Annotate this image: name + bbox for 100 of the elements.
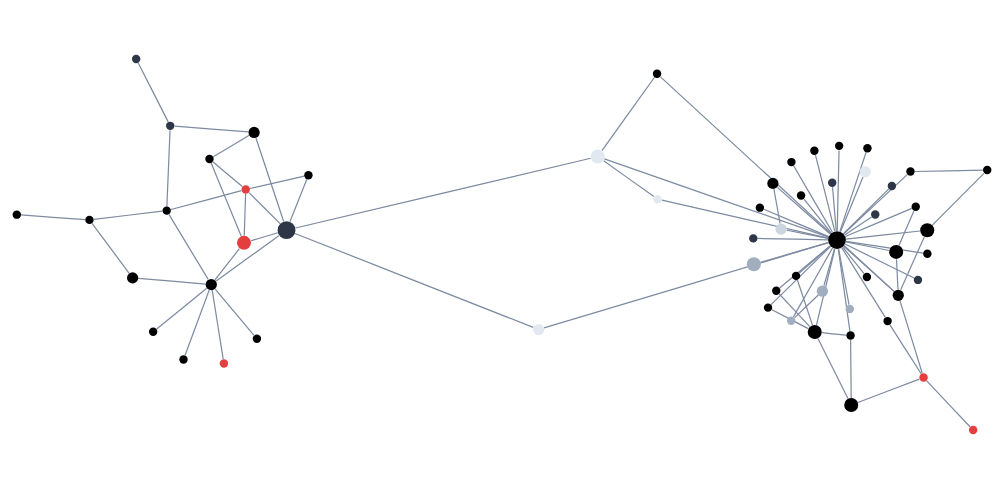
node-circle [205,154,214,164]
connector [763,208,830,238]
connector [821,332,847,336]
node-circle [533,323,545,336]
node-circle [277,221,296,240]
connector [543,242,829,329]
connector [914,169,984,173]
connector [215,235,280,282]
connector [243,193,247,237]
connector [842,174,908,235]
connector [93,210,163,220]
node-circle [796,191,806,200]
node-circle [248,126,260,139]
connector [214,288,255,336]
connector [837,248,851,332]
node-circle [844,398,859,413]
node-circle [131,54,141,64]
node-circle [148,327,158,336]
node-circle [828,231,846,249]
node-circle [775,223,787,235]
connector [289,178,308,223]
connector [773,188,781,225]
connector [786,229,829,239]
connector [823,248,836,287]
node-circle [827,178,837,187]
node-circle [746,257,761,272]
node-circle [845,304,854,314]
connector [760,241,830,263]
connector [212,161,243,188]
connector [817,337,849,400]
node-circle [889,244,904,259]
connector [156,287,208,330]
node-circle [807,325,822,340]
connector [793,165,834,233]
node-circle [772,286,781,295]
connector [841,247,886,318]
connector [249,175,305,190]
connector [845,240,924,254]
node-circle [859,166,871,178]
connector [845,241,890,252]
connector [210,162,242,237]
node-circle [787,157,796,167]
node-circle [749,234,758,243]
node-circle [911,202,920,211]
node-circle [883,316,892,326]
connector [248,192,281,225]
connector [857,378,920,404]
connector [815,248,836,326]
node-circle [834,141,844,151]
node-circle [166,121,175,131]
connector [137,277,207,285]
connector [925,380,971,428]
node-circle [652,69,662,78]
connector [250,232,279,242]
connector [836,149,840,232]
connector [661,199,829,239]
node-circle [12,210,21,219]
connector [294,157,592,229]
connector [792,247,834,318]
connector [137,62,169,123]
connector [796,279,814,326]
node-circle [871,210,880,219]
connector [895,258,899,291]
connector [212,134,250,158]
node-circle [205,278,217,291]
connector [845,230,921,240]
connector [91,222,130,274]
connector [900,236,925,291]
connector [184,289,210,356]
connector [889,324,922,375]
connector [255,137,285,223]
connector [838,248,850,306]
connector [771,309,809,330]
connector [659,76,895,292]
node-circle [983,165,992,175]
node-circle [241,185,250,194]
connector [778,293,811,328]
node-circle [968,425,978,435]
node-circle [127,272,139,284]
connector [603,158,830,238]
connector [174,125,249,133]
node-circle [236,235,251,250]
connector [898,210,915,246]
node-circle [913,275,923,285]
connector [899,300,923,374]
connector [844,243,915,279]
node-circle [887,181,897,191]
node-circle [179,355,188,364]
connector [20,214,86,221]
connector [831,186,837,232]
node-circle [590,149,605,164]
connector [798,245,831,274]
node-circle [219,359,229,368]
connector [843,245,895,293]
node-circle [653,194,662,204]
node-circle [252,334,262,344]
node-circle [846,331,855,340]
connector [294,232,534,329]
connector [168,214,209,280]
node-circle [920,223,935,238]
